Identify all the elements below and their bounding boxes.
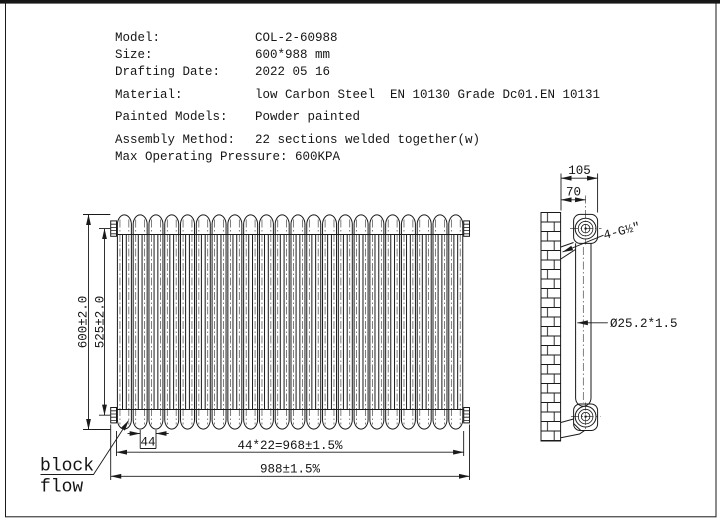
dim-centers-height: 525±2.0 [94,228,111,416]
flow-label: flow [40,478,83,498]
dim-overall-width-text: 988±1.5% [260,463,321,477]
wall-brackets [560,242,586,439]
connection-thread-callout: 4-G½″ [562,220,642,253]
spec-label: Model: [115,31,161,45]
spec-row-model: Model: COL-2-60988 [115,31,600,48]
front-view: 600±2.0 525±2.0 44 44*22=968±1.5% [40,214,471,498]
dim-depth-text: 105 [568,164,591,178]
front-bushing-bottom-right [463,407,471,424]
dim-wall-to-center: 70 [560,186,586,203]
tube-diameter-callout: Ø25.2*1.5 [577,317,678,331]
wall-section [540,212,562,442]
radiator-sections [116,214,464,430]
spec-label: Material: [115,87,183,102]
spec-value: low Carbon Steel EN 10130 Grade Dc01.EN … [255,87,601,102]
spec-row-pressure: Max Operating Pressure: 600KPA [115,150,600,167]
dim-centers-height-text: 525±2.0 [94,296,108,349]
front-bushing-bottom-left [110,407,117,424]
spec-row-assembly: Assembly Method: 22 sections welded toge… [115,133,600,150]
front-bushing-top-left [110,220,117,237]
radiator-header-lines [116,234,464,410]
spec-label: Max Operating Pressure: [115,149,296,164]
spec-row-size: Size: 600*988 mm [115,48,600,65]
dim-sections-width-text: 44*22=968±1.5% [237,439,343,453]
block-flow-callout: block flow [40,420,129,498]
spec-row-material: Material: low Carbon Steel EN 10130 Grad… [115,88,600,111]
spec-label: Painted Models: [115,110,228,124]
spec-value: 600KPA [295,149,341,164]
dim-overall-height-text: 600±2.0 [77,296,91,349]
side-view: 105 70 4-G½″ Ø25.2*1.5 [540,164,678,442]
dim-overall-width: 988±1.5% [110,424,470,480]
connection-thread-text: 4-G½″ [602,220,642,243]
spec-value: COL-2-60988 [255,31,338,45]
spec-table: Model: COL-2-60988 Size: 600*988 mm Draf… [115,31,600,167]
spec-label: Assembly Method: [115,132,236,147]
side-bottom-connection [571,402,601,431]
spec-row-painted: Painted Models: Powder painted [115,110,600,133]
dim-overall-height: 600±2.0 [77,214,111,430]
spec-value: 2022 05 16 [255,65,331,79]
front-bushing-top-right [463,220,471,237]
spec-label: Size: [115,48,153,62]
spec-value: 22 sections welded together(w) [255,132,481,147]
spec-value: 600*988 mm [255,48,331,62]
dim-section-width-text: 44 [140,436,155,450]
tube-diameter-text: Ø25.2*1.5 [610,317,678,331]
dim-section-width: 44 [127,430,169,450]
dim-wall-to-center-text: 70 [566,186,581,200]
spec-value: Powder painted [255,110,361,124]
side-column-tube [575,243,592,407]
dim-sections-width: 44*22=968±1.5% [116,431,465,456]
spec-label: Drafting Date: [115,65,221,79]
block-label: block [40,457,94,477]
spec-row-drafting-date: Drafting Date: 2022 05 16 [115,65,600,88]
side-top-connection [570,195,602,245]
radiator-section-centerlines [119,219,461,425]
dim-depth: 105 [560,164,599,213]
